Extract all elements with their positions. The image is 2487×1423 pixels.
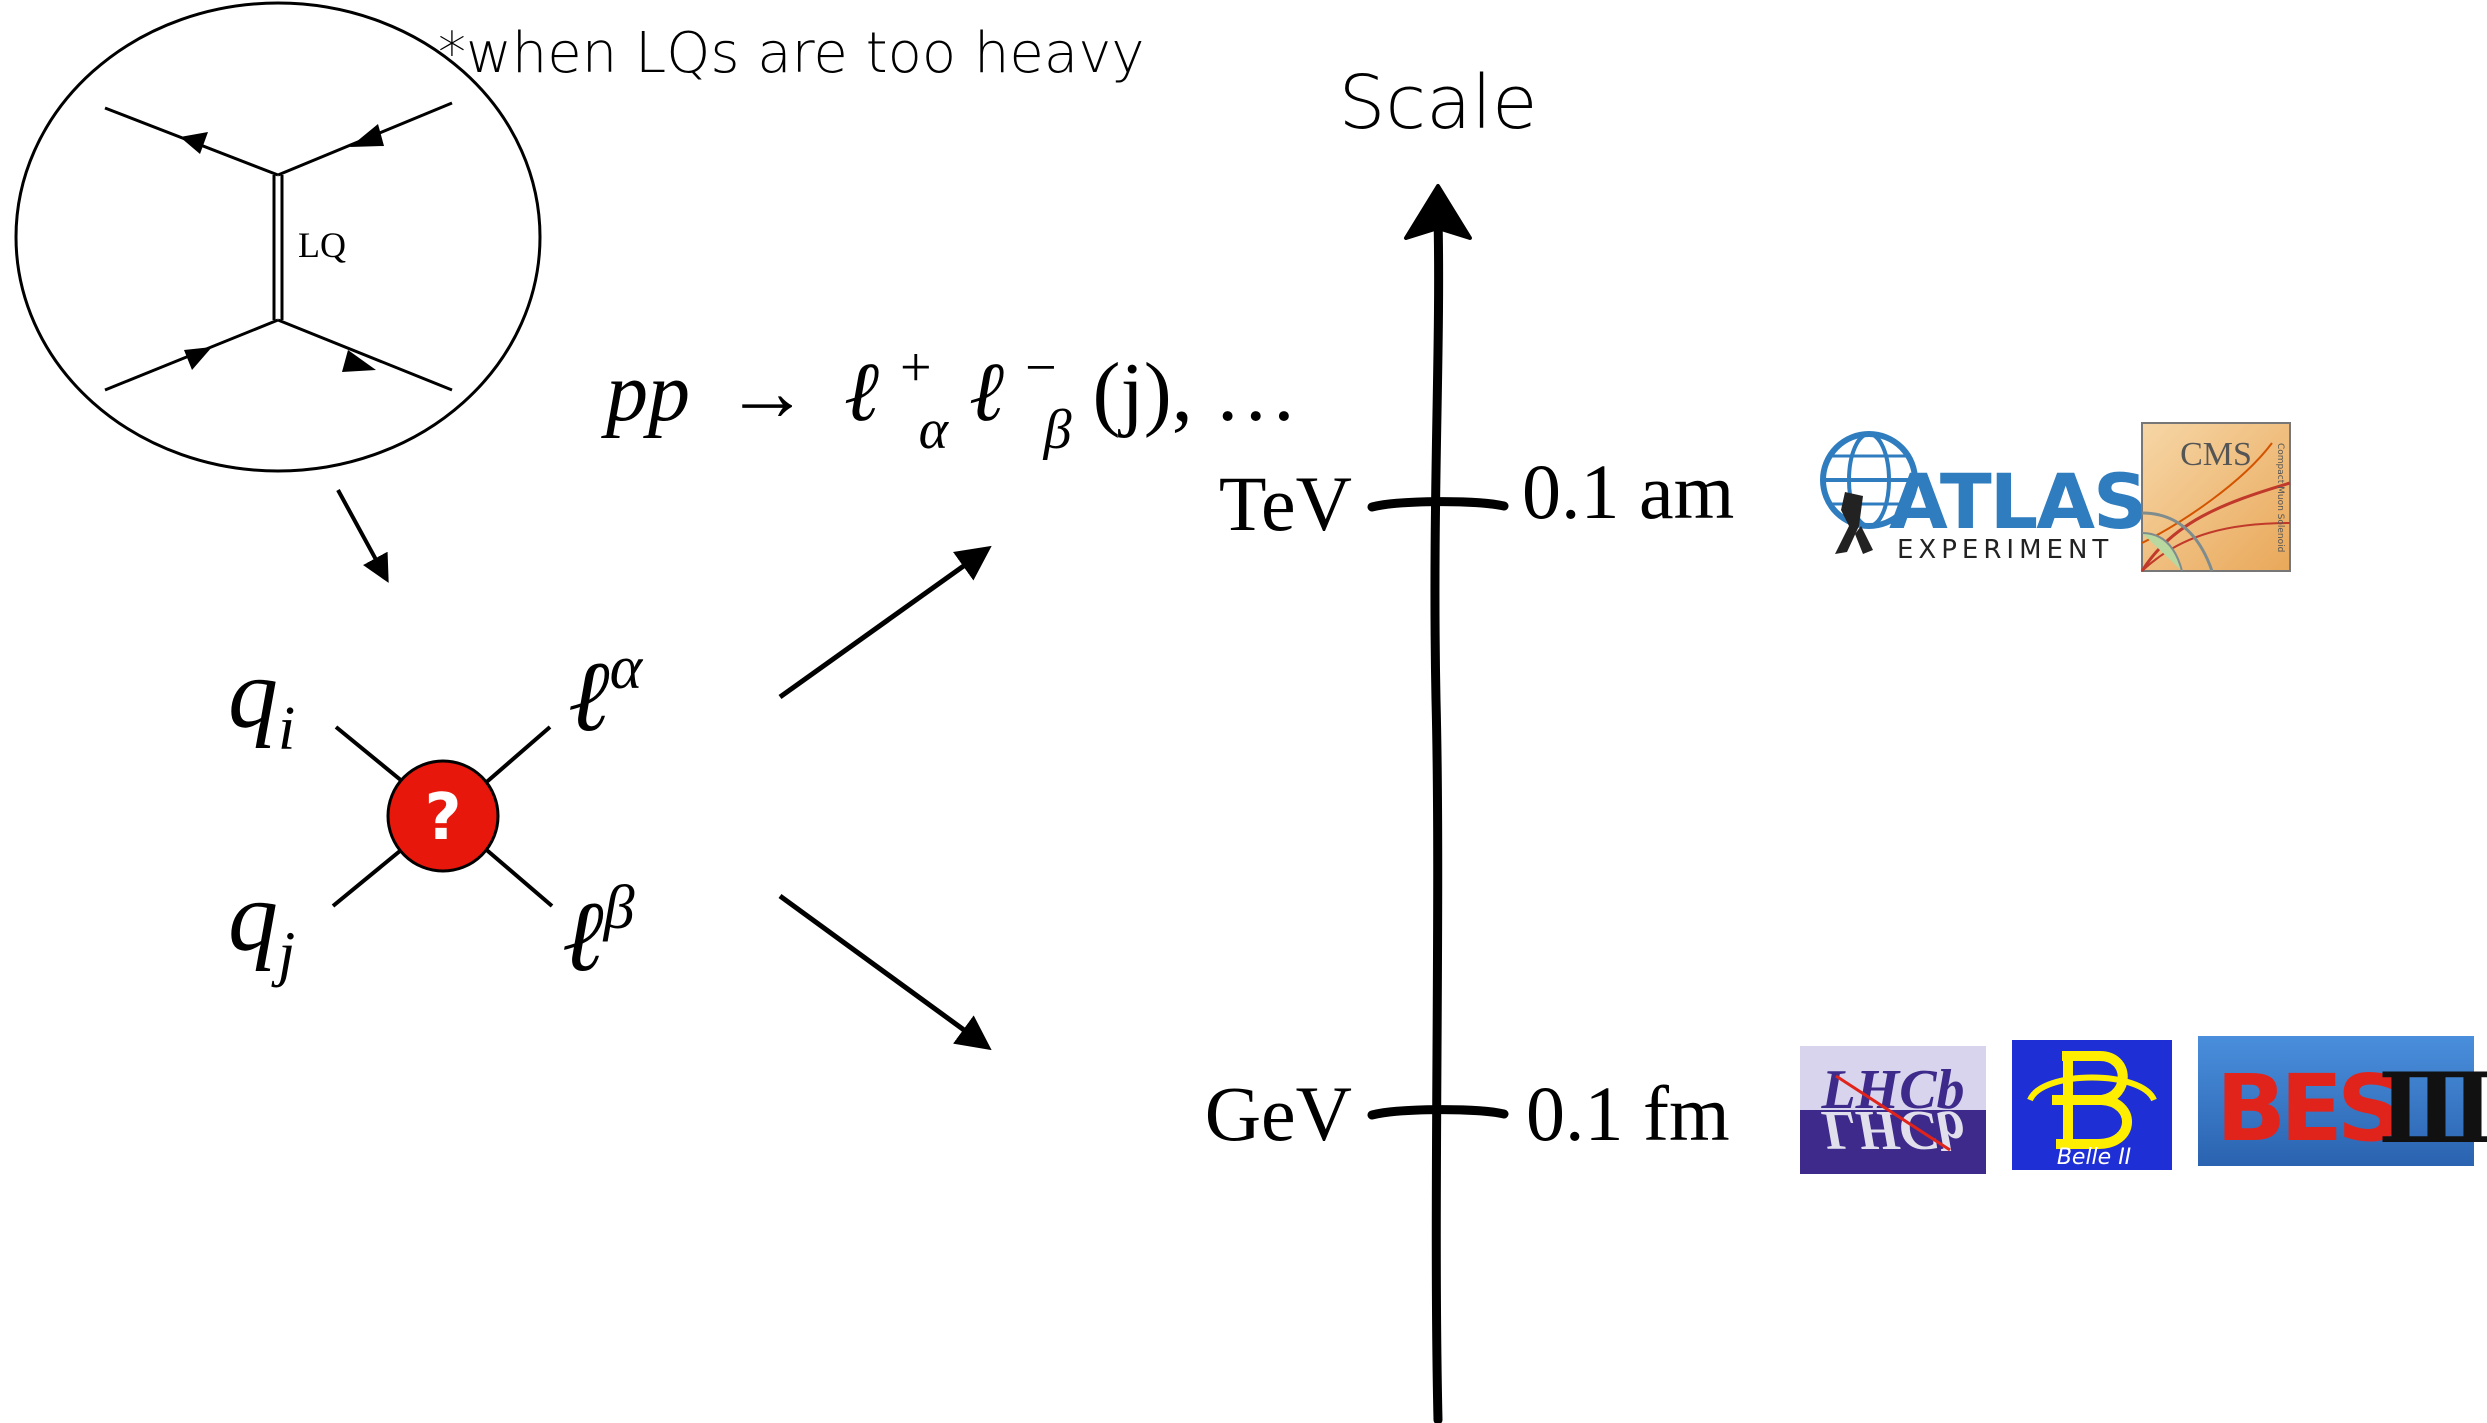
belle-logo: Belle II: [2012, 1040, 2172, 1170]
cms-logo-text: CMS: [2180, 436, 2252, 473]
tick-gev: [1367, 1105, 1509, 1120]
bes3-logo-left: BES: [2216, 1055, 2397, 1162]
effective-vertex: ? qi qj ℓα ℓβ: [228, 634, 644, 992]
cms-logo: CMS Compact Muon Solenoid: [2140, 422, 2291, 572]
tick-gev-length: 0.1 fm: [1526, 1070, 1730, 1157]
process-formula: pp → ℓ + α ℓ − β (j), …: [601, 312, 1298, 467]
scale-axis-line: [1430, 213, 1444, 1423]
scale-axis: Scale TeV 0.1 am GeV 0.1 fm: [1205, 60, 1734, 1423]
feynman-arrow-lower-right: [342, 350, 376, 372]
tick-tev: [1367, 497, 1509, 512]
tick-gev-energy: GeV: [1205, 1070, 1352, 1157]
label-q-i: qi: [228, 638, 295, 763]
bes3-logo-right: Ⅲ: [2378, 1056, 2487, 1163]
belle-logo-text: Belle II: [2057, 1145, 2131, 1170]
tick-tev-length: 0.1 am: [1522, 448, 1734, 535]
atlas-logo-subtext: EXPERIMENT: [1897, 535, 2113, 565]
feynman-diagram: LQ: [14, 1, 542, 473]
vertex-leg-qj: [331, 844, 408, 908]
arrow-to-low-energy: [778, 893, 992, 1051]
lhcb-logo-reflection: LHCb: [1820, 1099, 1964, 1161]
vertex-leg-lb: [480, 844, 554, 908]
feynman-line-lower-right: [277, 318, 453, 392]
bes3-logo: BES Ⅲ: [2198, 1036, 2487, 1166]
label-lepton-alpha: ℓα: [568, 634, 644, 752]
cms-logo-vertical: Compact Muon Solenoid: [2275, 443, 2285, 552]
label-q-j: qj: [228, 861, 295, 988]
vertex-leg-la: [480, 725, 552, 788]
lhcb-logo: LHCb LHCb: [1800, 1046, 1986, 1174]
vertex-leg-qi: [334, 725, 410, 788]
feynman-arrow-upper-right: [350, 124, 384, 147]
arrow-to-high-energy: [778, 545, 992, 700]
unknown-vertex-question-icon: ?: [424, 781, 461, 855]
unknown-vertex-blob: [386, 759, 500, 873]
lhcb-logo-text: LHCb: [1820, 1059, 1964, 1121]
label-lepton-beta: ℓβ: [562, 874, 635, 992]
tick-tev-energy: TeV: [1219, 460, 1352, 547]
arrow-to-vertex: [336, 489, 389, 583]
feynman-note: *when LQs are too heavy: [438, 21, 1144, 86]
feynman-arrow-upper-left: [180, 132, 208, 154]
atlas-logo-text: ATLAS: [1889, 457, 2146, 546]
atlas-logo: ATLAS EXPERIMENT: [1820, 431, 2148, 565]
feynman-circle: [14, 1, 542, 473]
scale-axis-title: Scale: [1338, 60, 1537, 146]
feynman-arrow-lower-left: [184, 347, 212, 370]
feynman-lq-label: LQ: [298, 225, 346, 265]
scale-axis-arrowhead: [1404, 184, 1472, 240]
